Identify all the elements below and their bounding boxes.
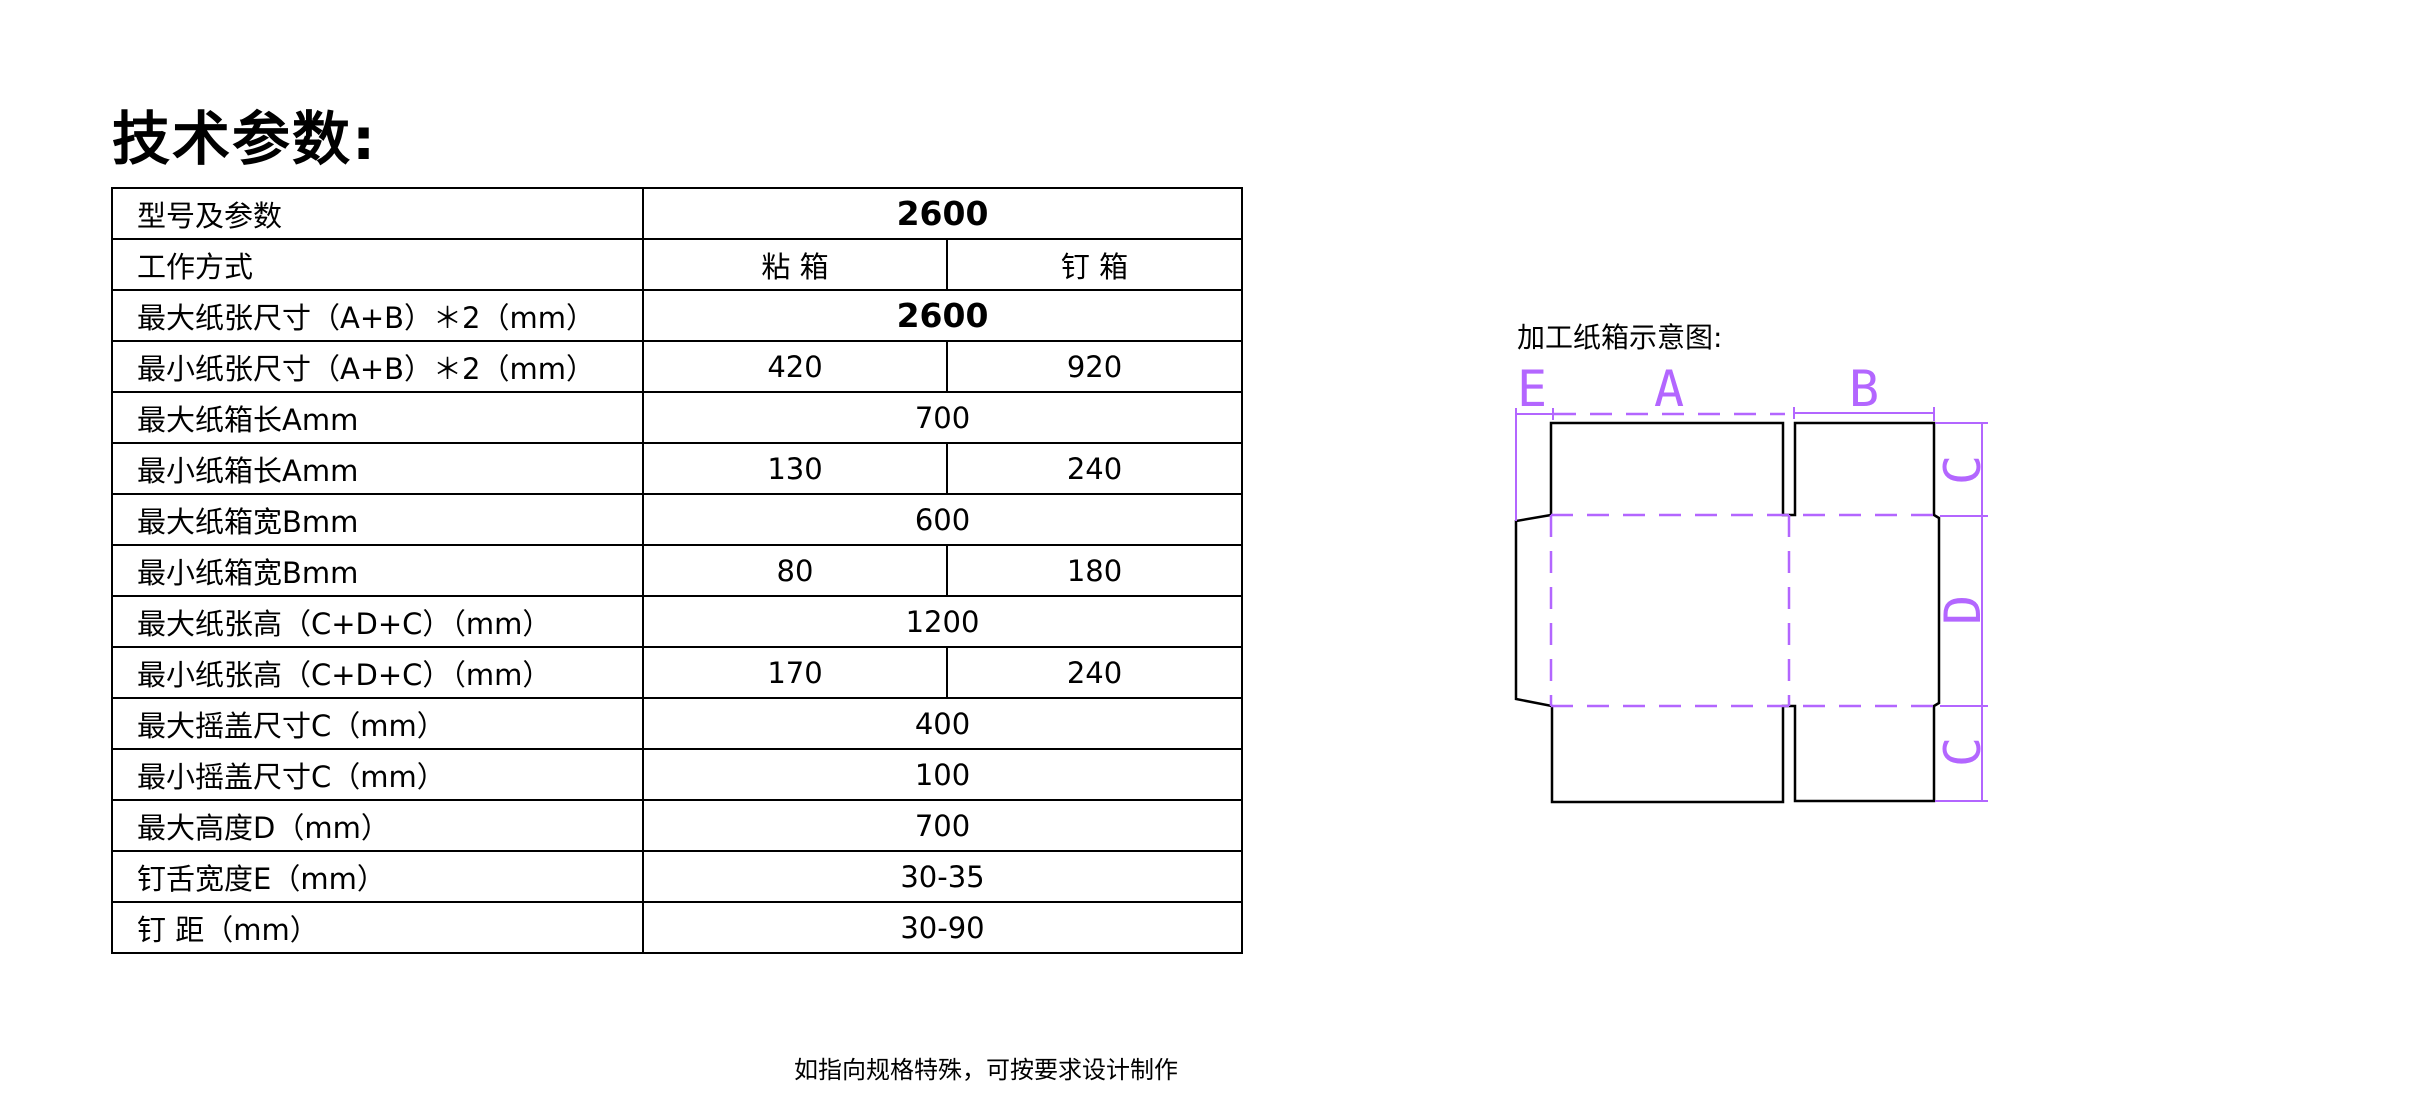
row-label: 最大高度D（mm） bbox=[111, 799, 644, 852]
row-value: 1200 bbox=[642, 595, 1243, 648]
table-row: 最大纸张尺寸（A+B）＊2（mm）2600 bbox=[111, 289, 1243, 342]
table-row-header: 型号及参数 2600 bbox=[111, 187, 1243, 240]
row-value-glue: 80 bbox=[642, 544, 948, 597]
row-value: 600 bbox=[642, 493, 1243, 546]
row-label: 最大纸张尺寸（A+B）＊2（mm） bbox=[111, 289, 644, 342]
dimension-lines bbox=[1515, 407, 1988, 802]
dim-label-a: A bbox=[1654, 360, 1684, 418]
row-label: 钉 距（mm） bbox=[111, 901, 644, 954]
table-row: 最大高度D（mm）700 bbox=[111, 799, 1243, 852]
row-value-glue: 170 bbox=[642, 646, 948, 699]
page-title: 技术参数: bbox=[112, 105, 378, 173]
row-value: 30-35 bbox=[642, 850, 1243, 903]
row-value-stitch: 920 bbox=[946, 340, 1243, 393]
row-value: 30-90 bbox=[642, 901, 1243, 954]
row-value-stitch: 240 bbox=[946, 442, 1243, 495]
table-row: 最大摇盖尺寸C（mm）400 bbox=[111, 697, 1243, 750]
row-value: 100 bbox=[642, 748, 1243, 801]
row-value: 2600 bbox=[642, 289, 1243, 342]
row-label: 最小摇盖尺寸C（mm） bbox=[111, 748, 644, 801]
footer-note: 如指向规格特殊，可按要求设计制作 bbox=[794, 1056, 1178, 1084]
dim-label-d: D bbox=[1934, 595, 1992, 625]
table-row: 最大纸张高（C+D+C）（mm）1200 bbox=[111, 595, 1243, 648]
row-label: 最大纸张高（C+D+C）（mm） bbox=[111, 595, 644, 648]
dim-label-c-top: C bbox=[1934, 455, 1992, 485]
row-value: 700 bbox=[642, 391, 1243, 444]
diagram-title: 加工纸箱示意图: bbox=[1517, 321, 1723, 354]
row-label: 最小纸箱宽Bmm bbox=[111, 544, 644, 597]
row-value-glue: 130 bbox=[642, 442, 948, 495]
row-value-stitch: 180 bbox=[946, 544, 1243, 597]
row-label: 工作方式 bbox=[111, 238, 644, 291]
row-label: 最大摇盖尺寸C（mm） bbox=[111, 697, 644, 750]
dim-label-b: B bbox=[1849, 360, 1879, 418]
row-label: 型号及参数 bbox=[111, 187, 644, 240]
mode-stitch: 钉 箱 bbox=[946, 238, 1243, 291]
row-value: 400 bbox=[642, 697, 1243, 750]
mode-glue: 粘 箱 bbox=[642, 238, 948, 291]
row-value: 700 bbox=[642, 799, 1243, 852]
row-label: 最小纸箱长Amm bbox=[111, 442, 644, 495]
row-label: 最小纸张高（C+D+C）（mm） bbox=[111, 646, 644, 699]
fold-lines bbox=[1549, 412, 1939, 708]
table-row: 钉舌宽度E（mm）30-35 bbox=[111, 850, 1243, 903]
row-label: 最大纸箱长Amm bbox=[111, 391, 644, 444]
table-row: 钉 距（mm）30-90 bbox=[111, 901, 1243, 954]
row-value-glue: 420 bbox=[642, 340, 948, 393]
spec-table: 型号及参数 2600 工作方式 粘 箱 钉 箱 最大纸张尺寸（A+B）＊2（mm… bbox=[111, 187, 1243, 954]
table-row-mode: 工作方式 粘 箱 钉 箱 bbox=[111, 238, 1243, 291]
row-label: 最小纸张尺寸（A+B）＊2（mm） bbox=[111, 340, 644, 393]
row-label: 最大纸箱宽Bmm bbox=[111, 493, 644, 546]
box-outline bbox=[1514, 421, 1941, 804]
dim-label-e: E bbox=[1517, 360, 1547, 418]
row-label: 钉舌宽度E（mm） bbox=[111, 850, 644, 903]
row-value-stitch: 240 bbox=[946, 646, 1243, 699]
dim-label-c-bottom: C bbox=[1934, 737, 1992, 767]
model-value: 2600 bbox=[642, 187, 1243, 240]
table-row: 最小摇盖尺寸C（mm）100 bbox=[111, 748, 1243, 801]
